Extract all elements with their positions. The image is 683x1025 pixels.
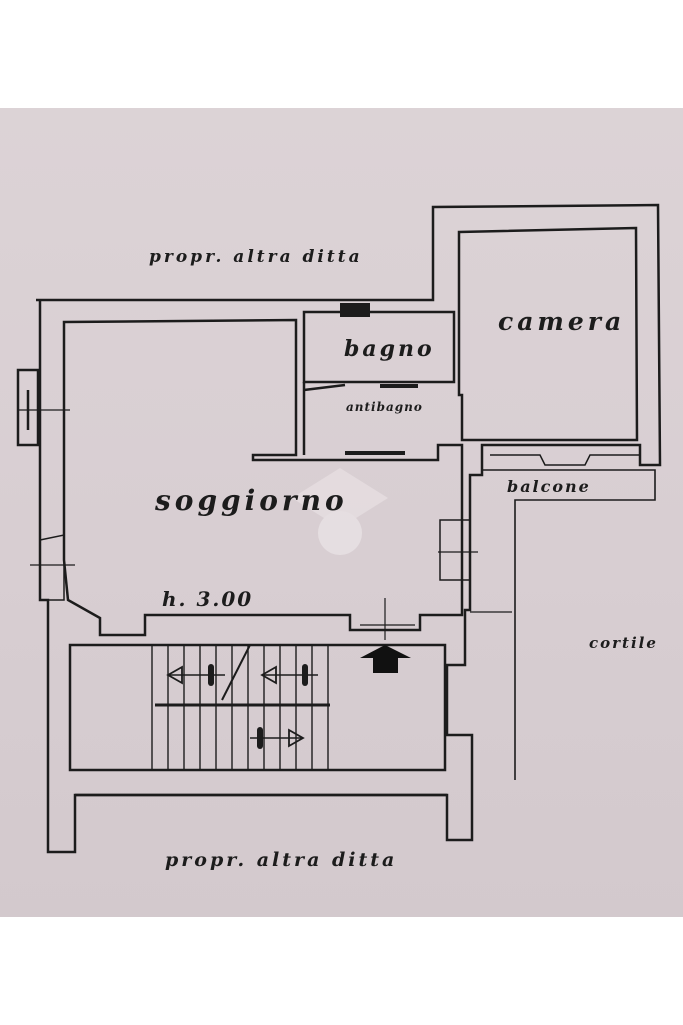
bathroom-walls	[302, 310, 456, 384]
antibathroom-label: antibagno	[346, 400, 423, 414]
stair-hall-walls	[68, 643, 447, 772]
living-room-inner-walls	[62, 318, 464, 637]
bathroom-label: bagno	[344, 336, 435, 362]
top-neighbor-label: propr. altra ditta	[149, 247, 363, 267]
left-window-frame	[16, 368, 40, 447]
staircase	[151, 644, 330, 770]
entrance-arrow-icon	[360, 645, 411, 673]
ceiling-height-label: h. 3.00	[162, 587, 253, 611]
outer-walls	[36, 203, 662, 854]
balcony-label: balcone	[507, 477, 591, 496]
bedroom-label: camera	[498, 307, 625, 336]
antibathroom-partition	[303, 383, 346, 392]
balcony-outline	[482, 469, 656, 780]
bottom-neighbor-label: propr. altra ditta	[165, 849, 397, 871]
living-room-label: soggiorno	[154, 484, 348, 517]
courtyard-label: cortile	[589, 634, 658, 652]
bedroom-inner-walls	[457, 226, 639, 442]
watermark-logo	[292, 468, 388, 555]
